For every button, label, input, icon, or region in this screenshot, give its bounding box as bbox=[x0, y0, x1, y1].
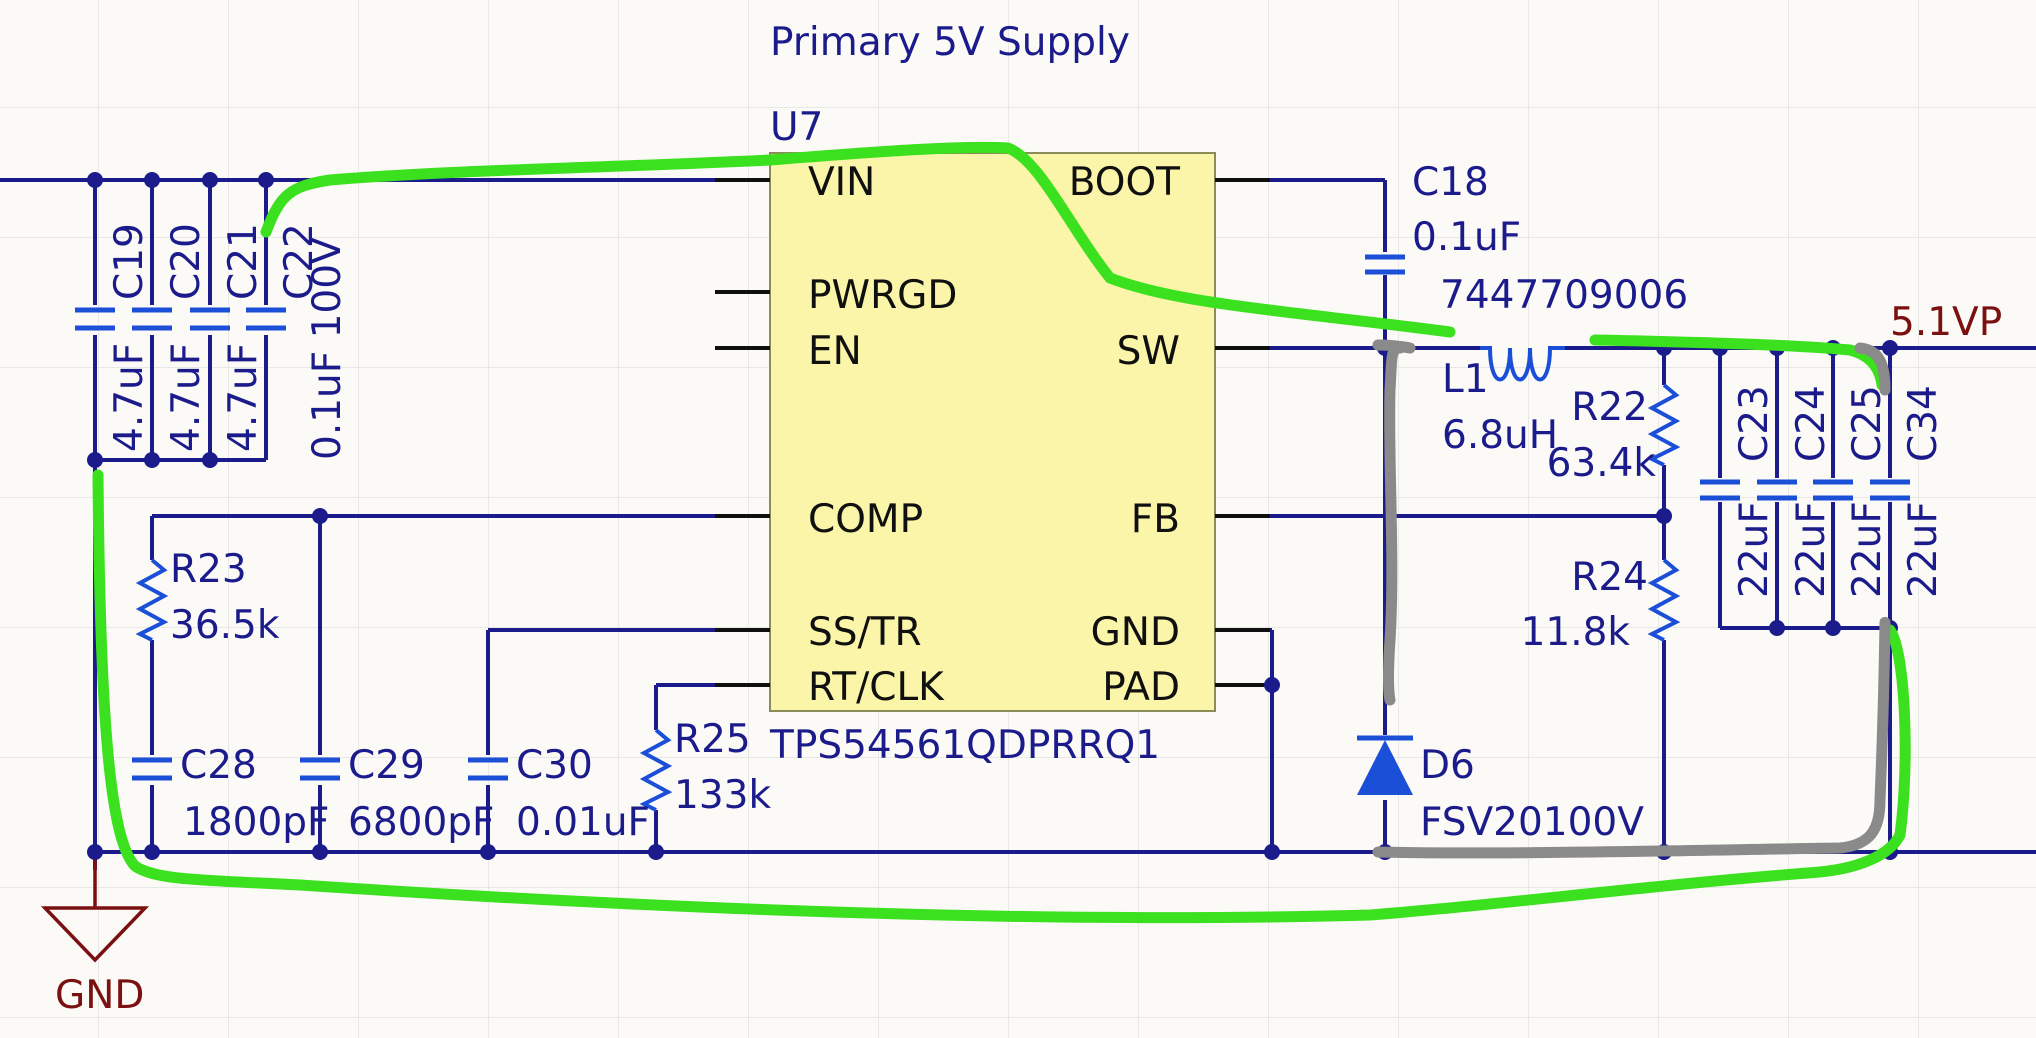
pin-en: EN bbox=[808, 329, 862, 374]
ic-part: TPS54561QDPRRQ1 bbox=[769, 723, 1160, 768]
ground-symbol bbox=[40, 852, 150, 963]
d6-value: FSV20100V bbox=[1420, 800, 1644, 845]
annotation-gray-loop bbox=[1372, 339, 1891, 859]
r24-ref: R24 bbox=[1571, 555, 1648, 600]
pin-vin: VIN bbox=[808, 160, 875, 205]
c28-ref: C28 bbox=[180, 743, 257, 788]
ic-ref: U7 bbox=[770, 105, 823, 150]
l1-ref: L1 bbox=[1442, 357, 1489, 402]
r25-ref: R25 bbox=[674, 717, 751, 762]
resistor-symbols bbox=[135, 383, 1681, 812]
c34-value: 22uF bbox=[1901, 501, 1946, 598]
pin-boot: BOOT bbox=[1069, 160, 1180, 205]
ic-pin-stubs bbox=[715, 178, 1270, 687]
l1-part: 7447709006 bbox=[1440, 273, 1688, 318]
r23-ref: R23 bbox=[170, 547, 247, 592]
net-label-gnd: GND bbox=[55, 973, 144, 1018]
annotation-green-return bbox=[92, 334, 1911, 924]
c30-value: 0.01uF bbox=[516, 800, 650, 845]
diode-symbol bbox=[1357, 735, 1413, 795]
r22-value: 63.4k bbox=[1547, 441, 1657, 486]
c25-value: 22uF bbox=[1845, 501, 1890, 598]
capacitor-plates bbox=[75, 254, 1910, 781]
c29-value: 6800pF bbox=[348, 800, 494, 845]
d6-ref: D6 bbox=[1420, 743, 1475, 788]
c18-value: 0.1uF bbox=[1412, 215, 1521, 260]
inductor-symbol bbox=[1480, 346, 1565, 382]
r22-ref: R22 bbox=[1571, 385, 1648, 430]
c21-value: 4.7uF bbox=[221, 343, 266, 452]
c28-value: 1800pF bbox=[183, 800, 329, 845]
c21-ref: C21 bbox=[221, 223, 266, 300]
pin-ss-tr: SS/TR bbox=[808, 610, 922, 655]
schematic-title: Primary 5V Supply bbox=[770, 20, 1130, 65]
pin-pwrgd: PWRGD bbox=[808, 273, 957, 318]
c22-value: 0.1uF 100V bbox=[305, 237, 350, 460]
pin-gnd: GND bbox=[1091, 610, 1180, 655]
annotation-green-loop bbox=[260, 141, 1456, 338]
c19-value: 4.7uF bbox=[107, 343, 152, 452]
pin-rt-clk: RT/CLK bbox=[808, 665, 945, 710]
c29-ref: C29 bbox=[348, 743, 425, 788]
pin-pad: PAD bbox=[1102, 665, 1180, 710]
c20-ref: C20 bbox=[164, 223, 209, 300]
pin-sw: SW bbox=[1117, 329, 1180, 374]
r25-value: 133k bbox=[674, 773, 771, 818]
c22-ref: C22 bbox=[277, 223, 322, 300]
c18-ref: C18 bbox=[1412, 160, 1489, 205]
net-label-output: 5.1VP bbox=[1890, 300, 2002, 345]
pin-fb: FB bbox=[1131, 497, 1180, 542]
r23-value: 36.5k bbox=[170, 603, 280, 648]
c34-ref: C34 bbox=[1901, 385, 1946, 462]
c30-ref: C30 bbox=[516, 743, 593, 788]
c19-ref: C19 bbox=[107, 223, 152, 300]
r24-value: 11.8k bbox=[1521, 610, 1631, 655]
c24-value: 22uF bbox=[1789, 501, 1834, 598]
c23-ref: C23 bbox=[1732, 385, 1777, 462]
l1-value: 6.8uH bbox=[1442, 413, 1558, 458]
c20-value: 4.7uF bbox=[164, 343, 209, 452]
c23-value: 22uF bbox=[1732, 501, 1777, 598]
c24-ref: C24 bbox=[1789, 385, 1834, 462]
c25-ref: C25 bbox=[1845, 385, 1890, 462]
ic-body[interactable] bbox=[769, 152, 1216, 712]
pin-comp: COMP bbox=[808, 497, 923, 542]
